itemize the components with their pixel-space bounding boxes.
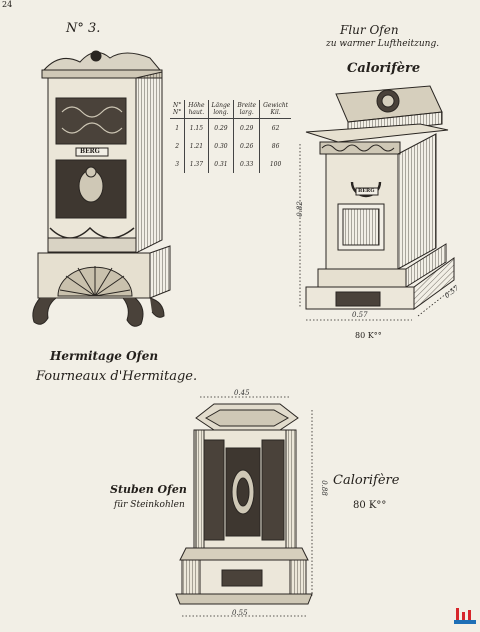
hermitage-stove (32, 50, 171, 327)
table-header: N°N° (170, 100, 185, 119)
calorifere-height-dim: 0.82 (295, 201, 304, 217)
table-cell: 86 (259, 137, 292, 155)
table-cell: 1.37 (184, 155, 209, 173)
hermitage-badge: BERG (80, 148, 100, 155)
table-cell: 0.29 (233, 118, 260, 137)
table-cell: 0.26 (233, 137, 260, 155)
hermitage-caption: Hermitage Ofen (50, 349, 159, 363)
table-cell: 0.31 (207, 155, 234, 173)
page-number: 24 (2, 0, 13, 9)
table-cell: 1.21 (184, 137, 209, 155)
calorifere-stove (299, 85, 457, 321)
table-row: 1 1.15 0.29 0.29 62 (170, 118, 292, 137)
calorifere-width-dim: 0.57 (352, 311, 368, 319)
calorifere-weight-bottom: 80 K°° (353, 500, 387, 511)
stuben-top-dim: 0.45 (234, 389, 250, 397)
model-number: N° 3. (66, 21, 101, 36)
stuben-caption: Stuben Ofen (110, 483, 187, 496)
table-cell: 100 (259, 155, 292, 173)
table-row: 3 1.37 0.31 0.33 100 (170, 155, 292, 173)
hermitage-caption-fr: Fourneaux d'Hermitage. (36, 369, 198, 384)
flur-ofen-title: Flur Ofen (340, 23, 399, 37)
table-cell: 2 (175, 142, 180, 150)
table-cell: 3 (175, 160, 180, 168)
calorifere-badge: BERG (358, 188, 375, 194)
table-cell: 0.33 (233, 155, 260, 173)
stuben-subcaption: für Steinkohlen (114, 500, 185, 510)
stuben-height-dim: 0.88 (319, 480, 328, 496)
calorifere-name-bottom: Calorifère (333, 473, 400, 488)
calorifere-weight-top: 80 K°° (355, 331, 382, 340)
table-cell: 62 (259, 118, 292, 137)
table-row: 2 1.21 0.30 0.26 86 (170, 137, 292, 155)
calorifere-name-top: Calorifère (347, 61, 421, 76)
table-cell: 0.29 (207, 118, 234, 137)
flur-ofen-subtitle: zu warmer Luftheitzung. (326, 39, 440, 49)
stuben-bottom-dim: 0.55 (232, 609, 248, 617)
watermark-logo-icon (454, 608, 476, 624)
table-cell: 1.15 (184, 118, 209, 137)
table-cell: 0.30 (207, 137, 234, 155)
stuben-stove (175, 396, 313, 617)
table-cell: 1 (175, 124, 180, 132)
